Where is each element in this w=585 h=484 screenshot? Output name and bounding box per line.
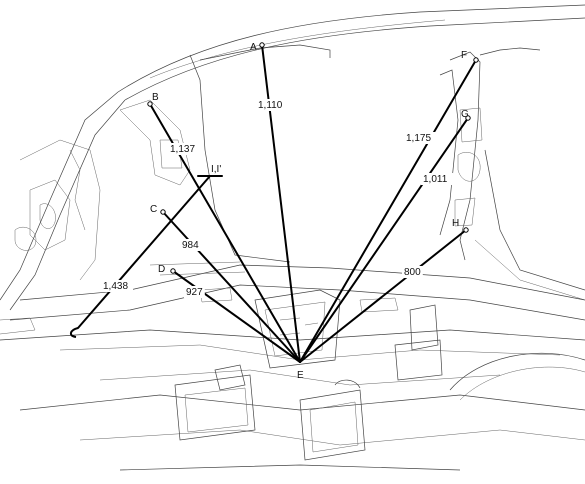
measurement-value-ae: 1,110 [258, 100, 283, 111]
measurement-line-de [172, 270, 301, 363]
point-label-f: F [461, 50, 467, 61]
measurement-line-ae [261, 44, 301, 363]
line-end-hook [70, 327, 79, 338]
measurement-line-ge [299, 117, 469, 363]
measurement-label-bg-ie [101, 280, 133, 292]
measurement-value-ce: 984 [182, 240, 199, 251]
measurement-value-ie: 1,438 [103, 281, 128, 292]
car-body-outline [0, 4, 585, 471]
measurement-line-he [299, 229, 467, 363]
measurement-value-be: 1,137 [170, 144, 195, 155]
measurement-value-de: 927 [186, 287, 203, 298]
measurement-label-bg-de [184, 286, 205, 298]
point-marker-d [170, 268, 176, 274]
measurement-label-bg-be [168, 143, 200, 155]
measurement-label-bg-he [402, 266, 423, 278]
measurement-labels: 1,110 1,137 1,438 984 927 1,175 1,011 800 [101, 99, 453, 298]
point-label-h: H [452, 218, 459, 229]
point-label-d: D [158, 264, 165, 275]
measurement-label-bg-fe [404, 132, 436, 144]
point-marker-c [160, 209, 166, 215]
point-labels: A B C D E F G H I,I' [150, 42, 469, 381]
point-markers [147, 42, 479, 274]
point-label-a: A [250, 42, 257, 53]
point-label-e: E [297, 370, 304, 381]
measurement-value-ge: 1,011 [423, 174, 448, 185]
measurement-label-bg-ge [421, 173, 453, 185]
measurement-line-fe [299, 59, 477, 363]
point-marker-h [463, 227, 469, 233]
measurement-label-bg-ae [256, 99, 288, 111]
measurement-line-be [149, 103, 301, 363]
point-label-c: C [150, 204, 157, 215]
point-marker-f [473, 57, 479, 63]
measurement-label-bg-ce [180, 239, 201, 251]
point-marker-a [259, 42, 265, 48]
point-label-i: I,I' [211, 164, 221, 175]
measurement-value-fe: 1,175 [406, 133, 431, 144]
point-marker-g [465, 115, 471, 121]
point-label-b: B [152, 92, 159, 103]
measurement-line-ie [77, 175, 211, 329]
point-label-g: G [461, 109, 469, 120]
point-marker-b [147, 101, 153, 107]
measurement-lines [70, 44, 477, 363]
measurement-line-ce [162, 211, 301, 363]
measurement-value-he: 800 [404, 267, 421, 278]
